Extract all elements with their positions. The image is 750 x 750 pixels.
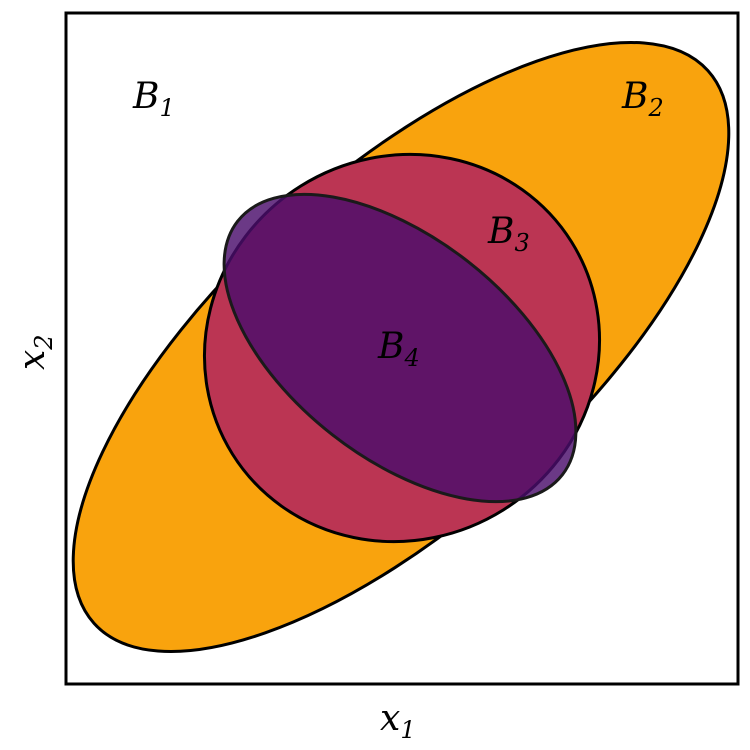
x-axis-label: x1 xyxy=(380,698,416,744)
y-axis-label: x2 xyxy=(12,334,58,370)
label-b2: B2 xyxy=(621,76,664,122)
label-b3: B3 xyxy=(487,211,530,257)
label-b1: B1 xyxy=(132,76,175,122)
region-b4-ellipse xyxy=(222,192,578,504)
label-b4: B4 xyxy=(377,326,420,372)
